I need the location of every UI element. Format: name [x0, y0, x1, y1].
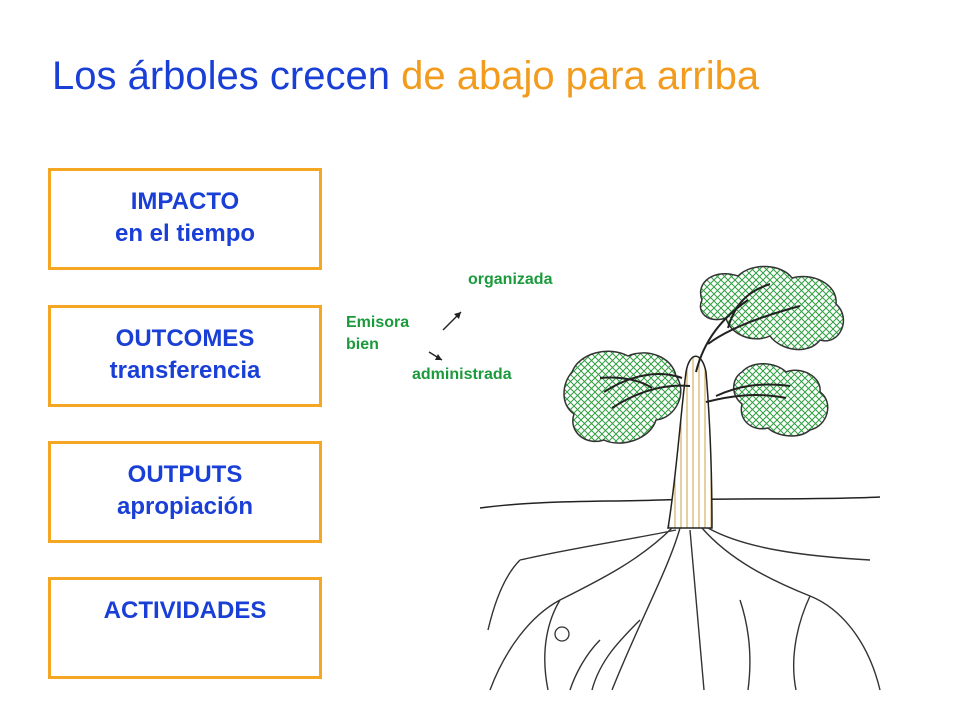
title-part-2: de abajo para arriba	[401, 54, 760, 98]
box-impacto: IMPACTO en el tiempo	[48, 168, 322, 270]
ground-line	[479, 496, 881, 509]
arrow-down-head	[435, 354, 442, 360]
box-actividades-line1: ACTIVIDADES	[103, 597, 267, 624]
branch-top	[695, 283, 801, 373]
box-outputs: OUTPUTS apropiación	[48, 441, 322, 543]
root-loop	[554, 626, 570, 642]
title-part-1: Los árboles crecen	[52, 54, 402, 98]
label-organizada: organizada	[468, 271, 553, 288]
box-impacto-line1: IMPACTO	[130, 188, 240, 215]
foliage-right	[733, 363, 829, 437]
foliage-left	[563, 350, 682, 444]
box-impacto-line2: en el tiempo	[114, 220, 256, 247]
box-outputs-line2: apropiación	[116, 493, 254, 520]
box-outcomes-line2: transferencia	[109, 357, 261, 384]
label-emisora: Emisora	[346, 314, 410, 331]
box-outcomes-line1: OUTCOMES	[115, 325, 255, 352]
box-outputs-line1: OUTPUTS	[127, 461, 243, 488]
box-actividades: ACTIVIDADES	[48, 577, 322, 679]
tree-roots	[487, 527, 881, 691]
slide-title: Los árboles crecen de abajo para arriba	[52, 52, 759, 100]
branch-left	[599, 373, 691, 409]
arrow-up-head	[454, 312, 461, 319]
label-administrada: administrada	[412, 366, 512, 383]
tree-trunk	[667, 355, 713, 529]
label-bien: bien	[346, 336, 379, 353]
foliage-top	[699, 265, 845, 351]
box-outcomes: OUTCOMES transferencia	[48, 305, 322, 407]
branch-right	[705, 383, 791, 403]
